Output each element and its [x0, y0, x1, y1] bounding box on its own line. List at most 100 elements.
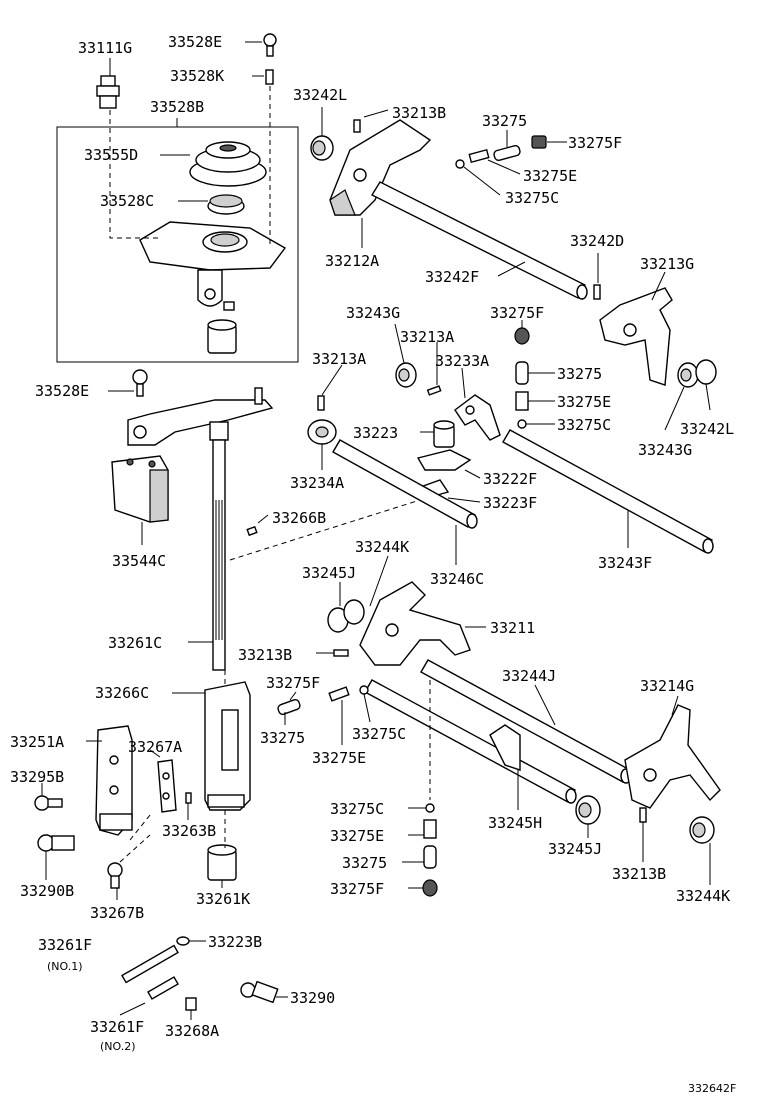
- part-33213A-pin-left[interactable]: [317, 395, 325, 411]
- part-33528E-mid-screw[interactable]: [132, 369, 148, 397]
- part-shift-bushing: [207, 319, 237, 354]
- part-33275-pin-low[interactable]: [277, 698, 301, 716]
- part-33275-pin-top[interactable]: [493, 145, 521, 161]
- part-33295B-bolt[interactable]: [34, 795, 63, 811]
- part-33261C-shaft[interactable]: [209, 421, 229, 671]
- part-33266C-selector[interactable]: [204, 681, 251, 811]
- part-33268A-spring[interactable]: [185, 997, 197, 1011]
- part-33213B-bolt[interactable]: [353, 119, 361, 133]
- part-33244K-roller-bot[interactable]: [689, 816, 715, 844]
- part-33555D-boot[interactable]: [189, 141, 267, 187]
- part-33528E-screw[interactable]: [263, 33, 277, 57]
- part-33263B-pin[interactable]: [185, 792, 192, 804]
- part-33223B-ring[interactable]: [176, 936, 190, 946]
- part-33275-pin-bot[interactable]: [423, 845, 437, 869]
- part-33275E-spring-mid[interactable]: [515, 391, 529, 411]
- part-33275E-spring-low[interactable]: [328, 686, 350, 702]
- part-33544C-block[interactable]: [111, 455, 169, 523]
- part-33528C-bushing[interactable]: [207, 194, 245, 215]
- part-33267B-bolt[interactable]: [107, 862, 123, 889]
- label-33528K: 33528K: [170, 67, 224, 85]
- part-33222F-plate[interactable]: [416, 449, 472, 471]
- label-33243G-top: 33243G: [346, 304, 400, 322]
- label-33245J-top: 33245J: [302, 564, 356, 582]
- label-33223B: 33223B: [208, 933, 262, 951]
- label-33213A-left: 33213A: [312, 350, 366, 368]
- label-33544C: 33544C: [112, 552, 166, 570]
- label-33275C-bot: 33275C: [330, 800, 384, 818]
- label-33244K-bot: 33244K: [676, 887, 730, 905]
- part-33275F-plug-top[interactable]: [531, 135, 547, 149]
- label-33295B: 33295B: [10, 768, 64, 786]
- part-33251A-housing[interactable]: [95, 725, 133, 836]
- part-33267A-plate[interactable]: [157, 759, 177, 813]
- label-33275C-mid: 33275C: [557, 416, 611, 434]
- label-33242L-top: 33242L: [293, 86, 347, 104]
- part-33243F-shaft[interactable]: [502, 429, 714, 554]
- part-33211-fork[interactable]: [359, 581, 471, 666]
- label-33290: 33290: [290, 989, 335, 1007]
- part-33275F-plug-bot[interactable]: [422, 879, 438, 897]
- part-33275-pin-mid[interactable]: [515, 361, 529, 385]
- label-33244K-top: 33244K: [355, 538, 409, 556]
- part-33290-switch[interactable]: [240, 980, 279, 1004]
- label-33528B: 33528B: [150, 98, 204, 116]
- part-33275C-ball-low[interactable]: [359, 685, 369, 695]
- part-33275E-spring-bot[interactable]: [423, 819, 437, 839]
- label-33251A: 33251A: [10, 733, 64, 751]
- label-33261F-1-note: (NO.1): [47, 960, 83, 973]
- part-33275C-ball-bot[interactable]: [425, 803, 435, 813]
- part-33261F-no1[interactable]: [121, 944, 179, 984]
- label-33261C: 33261C: [108, 634, 162, 652]
- part-33290B-switch[interactable]: [37, 834, 75, 852]
- part-33261K-bushing[interactable]: [207, 844, 237, 881]
- part-33266B-pin[interactable]: [246, 525, 258, 537]
- part-33242D-pin[interactable]: [593, 284, 601, 300]
- part-33212A-fork[interactable]: [329, 119, 432, 216]
- part-33275F-plug-mid[interactable]: [514, 327, 530, 345]
- part-33261F-no2[interactable]: [147, 976, 179, 1000]
- label-33242L-right: 33242L: [680, 420, 734, 438]
- fork-group-lower: [277, 555, 721, 897]
- part-33246C-shaft[interactable]: [332, 439, 478, 529]
- label-33245H: 33245H: [488, 814, 542, 832]
- label-33222F: 33222F: [483, 470, 537, 488]
- label-33214G: 33214G: [640, 677, 694, 695]
- label-33246C: 33246C: [430, 570, 484, 588]
- bottom-left-group: [119, 936, 288, 1020]
- label-33234A: 33234A: [290, 474, 344, 492]
- label-33223: 33223: [353, 424, 398, 442]
- label-33290B: 33290B: [20, 882, 74, 900]
- label-33275F-low: 33275F: [266, 674, 320, 692]
- part-33234A-collar[interactable]: [307, 419, 337, 445]
- part-33245J-roller-bot[interactable]: [575, 795, 601, 825]
- part-33111G-bolt[interactable]: [96, 75, 120, 109]
- part-33233A-lever[interactable]: [454, 394, 501, 441]
- label-33244J: 33244J: [502, 667, 556, 685]
- label-33261F-2-note: (NO.2): [100, 1040, 136, 1053]
- label-33211: 33211: [490, 619, 535, 637]
- label-33275C-low: 33275C: [352, 725, 406, 743]
- part-33213A-pin-mid[interactable]: [426, 385, 442, 396]
- part-33245J-roller-top[interactable]: [327, 599, 365, 633]
- label-33261F-1: 33261F: [38, 936, 92, 954]
- part-33242L-roller[interactable]: [310, 135, 334, 161]
- part-33242F-shaft[interactable]: [371, 181, 588, 300]
- label-33213A-mid: 33213A: [400, 328, 454, 346]
- label-33528E-top: 33528E: [168, 33, 222, 51]
- part-33214G-fork[interactable]: [624, 704, 721, 809]
- part-33528K-pin[interactable]: [265, 69, 274, 85]
- label-33275F-top: 33275F: [568, 134, 622, 152]
- part-33275C-ball-mid[interactable]: [517, 419, 527, 429]
- part-33213B-bolt-mid[interactable]: [333, 649, 349, 657]
- label-33528C: 33528C: [100, 192, 154, 210]
- part-33275C-ball-top[interactable]: [455, 159, 465, 169]
- label-33213B-bot: 33213B: [612, 865, 666, 883]
- part-33243G-roller[interactable]: [395, 362, 417, 388]
- part-33243G-roller-right[interactable]: [677, 359, 717, 388]
- part-33275E-spring-top[interactable]: [468, 148, 490, 164]
- part-labels: 33111G 33528E 33528K 33528B 33555D 33528…: [10, 33, 736, 1095]
- part-33213B-bolt-bot[interactable]: [639, 807, 647, 823]
- part-33213G-fork[interactable]: [599, 287, 673, 386]
- part-33223-sleeve[interactable]: [433, 420, 455, 448]
